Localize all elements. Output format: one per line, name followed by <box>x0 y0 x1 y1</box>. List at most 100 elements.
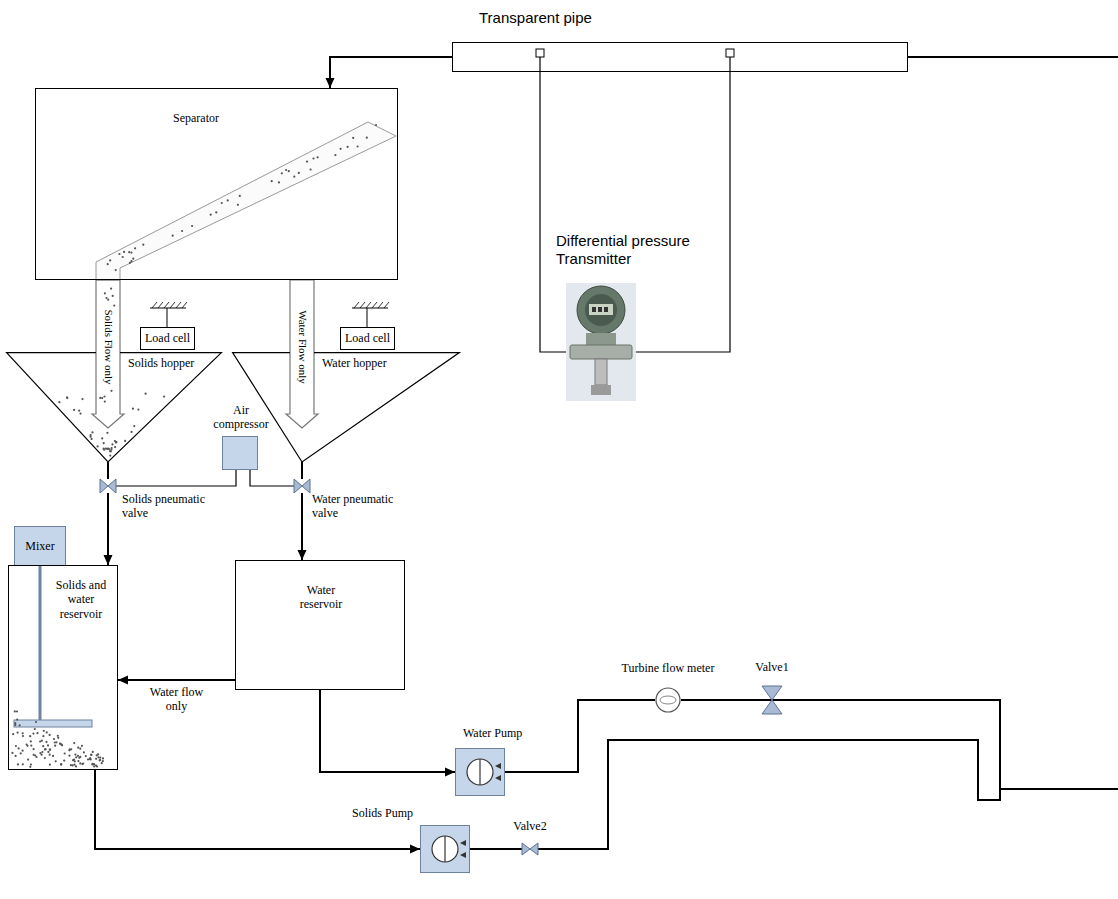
solid-particle <box>92 763 94 765</box>
arrow-head <box>445 768 455 777</box>
solid-particle <box>99 397 101 399</box>
solid-particle <box>123 251 125 253</box>
node-label: Load cell <box>145 331 190 345</box>
solid-particle <box>92 751 94 753</box>
connector <box>298 493 307 560</box>
solid-particle <box>227 199 229 201</box>
solid-particle <box>73 409 75 411</box>
solid-particle <box>41 740 43 742</box>
solid-particle <box>334 154 336 156</box>
solid-particle <box>90 754 92 756</box>
solid-particle <box>16 710 18 712</box>
solid-particle <box>66 396 68 398</box>
transmitter-window <box>585 294 617 326</box>
solid-particle <box>30 763 32 765</box>
arrow-head <box>298 550 307 560</box>
solid-particle <box>81 745 83 747</box>
connector <box>470 849 522 850</box>
solid-particle <box>106 448 108 450</box>
load-cell-hanger <box>150 308 388 327</box>
connector <box>302 462 303 479</box>
solid-particle <box>134 247 136 249</box>
node-label: Valve2 <box>510 819 550 833</box>
solid-particle <box>79 756 81 758</box>
solid-particle <box>124 440 126 442</box>
solid-particle <box>101 397 103 399</box>
solid-particle <box>77 755 79 757</box>
solid-particle <box>15 745 17 747</box>
pressure-tap <box>536 49 544 57</box>
solid-particle <box>110 288 112 290</box>
solid-particle <box>14 710 16 712</box>
solid-particle <box>72 764 74 766</box>
solid-particle <box>83 751 85 753</box>
solid-particle <box>66 397 68 399</box>
arrow-head <box>410 845 420 854</box>
reservoir-tank: Solids and water reservoir <box>8 565 118 770</box>
solid-particle <box>104 401 106 403</box>
shape-outline <box>294 479 310 493</box>
solid-particle <box>18 747 20 749</box>
solid-particle <box>357 145 359 147</box>
solid-particle <box>102 757 104 759</box>
water-hopper: Water hopper <box>232 352 460 462</box>
node-label: Turbine flow meter <box>598 661 738 675</box>
solid-particle <box>58 401 60 403</box>
meter-body <box>656 688 680 712</box>
shape-outline <box>455 748 505 796</box>
pump-marks <box>460 840 466 858</box>
solid-particle <box>122 256 124 258</box>
solid-particle <box>137 409 139 411</box>
connector-line <box>107 493 109 565</box>
solid-particle <box>109 450 111 452</box>
solid-particle <box>91 431 93 433</box>
edge-label: Water Flow only <box>295 310 308 384</box>
solid-particle <box>114 440 116 442</box>
solid-particle <box>17 732 19 734</box>
transmitter-neck <box>586 333 616 345</box>
solid-particle <box>49 749 51 751</box>
node-label: Water hopper <box>322 356 387 370</box>
solid-particle <box>14 722 16 724</box>
solid-particle <box>11 752 13 754</box>
node-label: Water Pump <box>463 726 522 740</box>
node-label: Valve1 <box>747 660 797 674</box>
transmitter-stem <box>595 359 607 385</box>
solid-particle <box>72 759 74 761</box>
shape-outline <box>522 843 538 855</box>
solid-particle <box>103 395 105 397</box>
solid-particle <box>81 398 83 400</box>
load-cell: Load cell <box>340 327 395 350</box>
connector <box>118 676 235 685</box>
solid-particle <box>145 393 147 395</box>
solid-particle <box>237 204 239 206</box>
shape-outline <box>420 825 470 873</box>
solid-particle <box>22 750 24 752</box>
solid-particle <box>57 735 59 737</box>
solid-particle <box>142 244 144 246</box>
node-label: Solids hopper <box>128 356 194 370</box>
hopper-outline <box>233 353 460 462</box>
solid-particle <box>103 448 105 450</box>
pump: Water Pump <box>455 748 505 796</box>
solid-particle <box>366 137 368 139</box>
connector <box>250 470 294 486</box>
solid-particles <box>11 124 377 768</box>
solid-particle <box>101 437 103 439</box>
photo-ground <box>566 283 636 401</box>
solid-particle <box>130 252 132 254</box>
pressure-tap <box>726 49 734 57</box>
solid-particle <box>90 436 92 438</box>
node-label: Solids and water reservoir <box>49 578 113 621</box>
solid-particle <box>49 764 51 766</box>
solid-particle <box>107 447 109 449</box>
solid-particle <box>54 745 56 747</box>
solid-particle <box>107 263 109 265</box>
connector-line <box>118 679 235 681</box>
solid-particle <box>102 760 104 762</box>
solid-particle <box>108 448 110 450</box>
solid-particle <box>44 757 46 759</box>
solid-particle <box>74 754 76 756</box>
solid-particle <box>310 168 312 170</box>
solid-particle <box>90 758 92 760</box>
